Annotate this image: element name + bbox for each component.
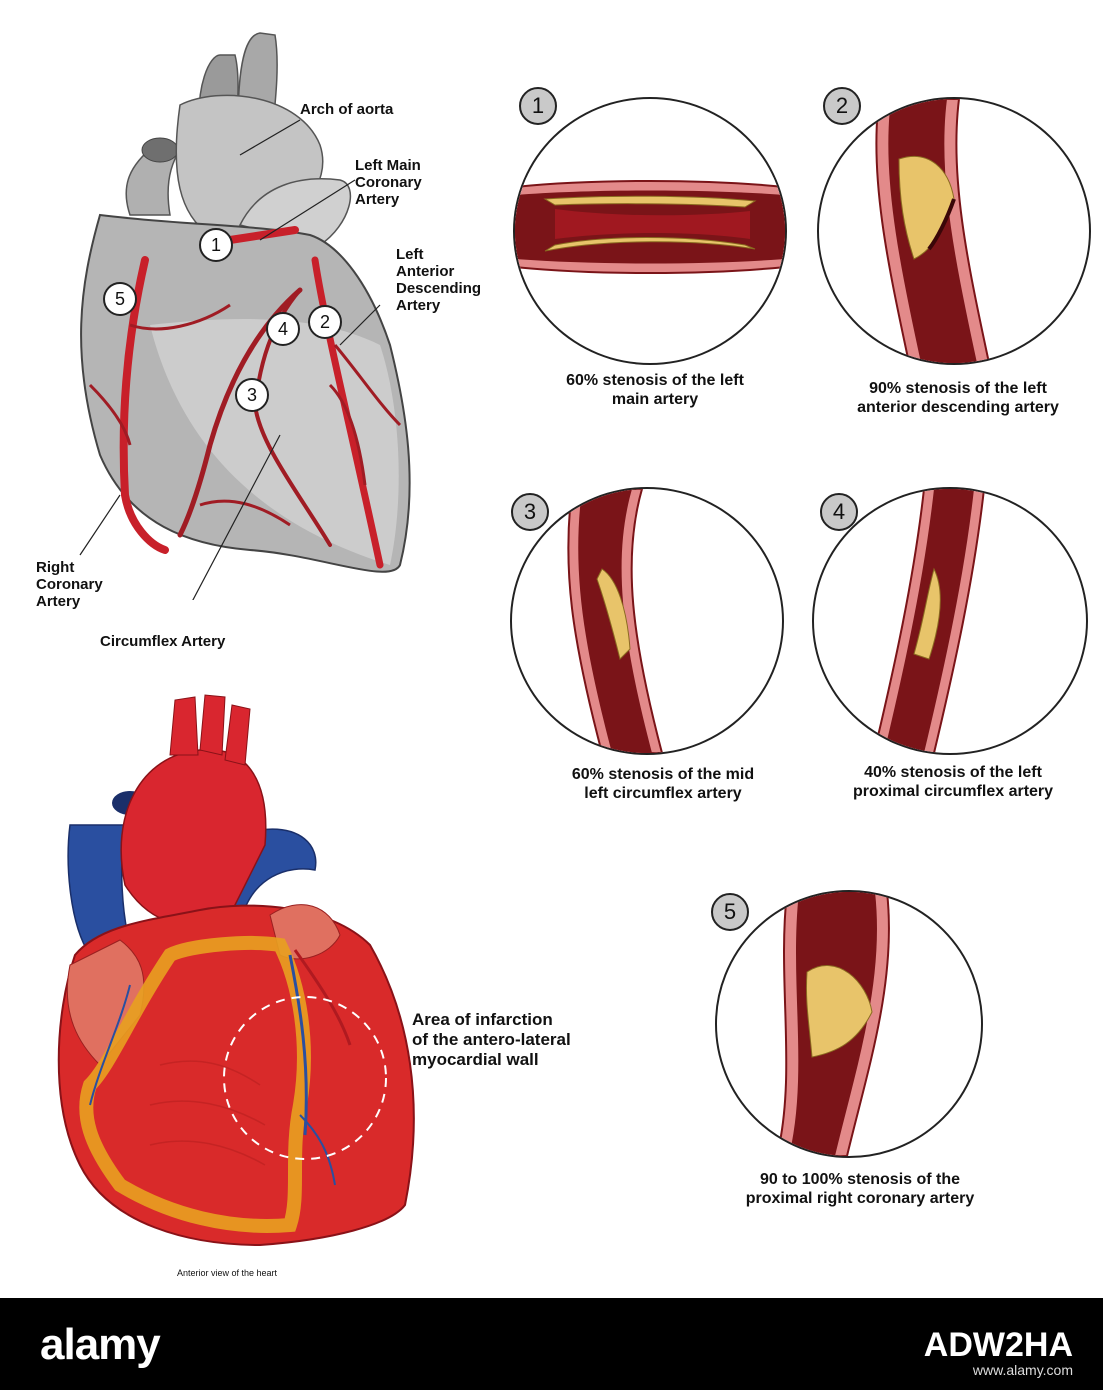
heart-marker-2: 2 (308, 305, 342, 339)
alamy-logo: alamy (40, 1320, 161, 1369)
panel-3-circle (510, 487, 784, 755)
panel-1-caption: 60% stenosis of the left main artery (566, 372, 744, 408)
watermark-footer: alamy ADW2HA www.alamy.com (0, 1298, 1103, 1390)
panel-2-circle (817, 97, 1091, 365)
red-heart-illustration (57, 694, 415, 1247)
source-url: www.alamy.com (972, 1362, 1073, 1378)
label-left-main-coronary: Left Main Coronary Artery (355, 157, 422, 208)
panel-3-caption: 60% stenosis of the mid left circumflex … (571, 766, 755, 802)
panel-5-badge: 5 (711, 893, 749, 931)
panel-1-badge: 1 (519, 87, 557, 125)
panel-2-caption: 90% stenosis of the left anterior descen… (857, 380, 1059, 416)
label-infarct-area: Area of infarction of the antero-lateral… (412, 1010, 571, 1069)
label-circumflex: Circumflex Artery (100, 633, 226, 650)
heart-marker-3: 3 (235, 378, 269, 412)
panel-4-circle (812, 487, 1088, 755)
heart-marker-1: 1 (199, 228, 233, 262)
panel-5-caption: 90 to 100% stenosis of the proximal righ… (745, 1171, 975, 1207)
caption-anterior-view: Anterior view of the heart (177, 1268, 278, 1278)
heart-marker-4: 4 (266, 312, 300, 346)
panel-4-caption: 40% stenosis of the left proximal circum… (852, 764, 1054, 800)
heart-marker-5: 5 (103, 282, 137, 316)
panel-2-badge: 2 (823, 87, 861, 125)
label-left-anterior-descending: Left Anterior Descending Artery (396, 246, 482, 314)
label-arch-of-aorta: Arch of aorta (300, 101, 394, 118)
panel-3-badge: 3 (511, 493, 549, 531)
image-id: ADW2HA (923, 1326, 1073, 1364)
panel-5-circle (715, 890, 983, 1158)
panel-1-circle (513, 97, 787, 365)
panel-4-badge: 4 (820, 493, 858, 531)
label-right-coronary: Right Coronary Artery (36, 559, 103, 610)
